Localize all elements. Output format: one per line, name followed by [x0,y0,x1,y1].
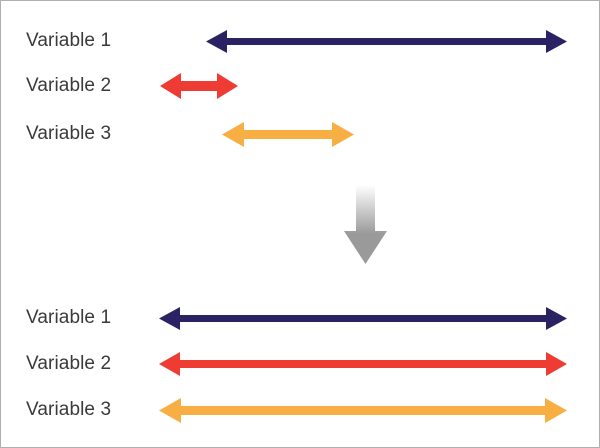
downward-transition-arrow [343,185,387,264]
arrow-shape [159,306,567,330]
arrow-shape [160,73,238,99]
before-state-arrow-1 [206,29,567,53]
before-state-arrow-3 [222,121,354,147]
variable-label: Variable 2 [26,75,112,96]
variable-label: Variable 2 [26,353,112,374]
arrow-shape [222,121,354,147]
after-state-arrow-1 [159,306,567,330]
after-state-arrow-3 [159,397,567,423]
before-state-arrow-2 [160,73,238,99]
variable-label: Variable 3 [26,399,112,420]
arrow-shape [206,29,567,53]
transition-arrow-shape [343,185,387,264]
arrow-shape [159,397,567,423]
after-state-arrow-2 [159,352,567,376]
variable-label: Variable 1 [26,30,112,51]
variable-label: Variable 1 [26,307,112,328]
arrow-shape [159,352,567,376]
variable-label: Variable 3 [26,123,112,144]
